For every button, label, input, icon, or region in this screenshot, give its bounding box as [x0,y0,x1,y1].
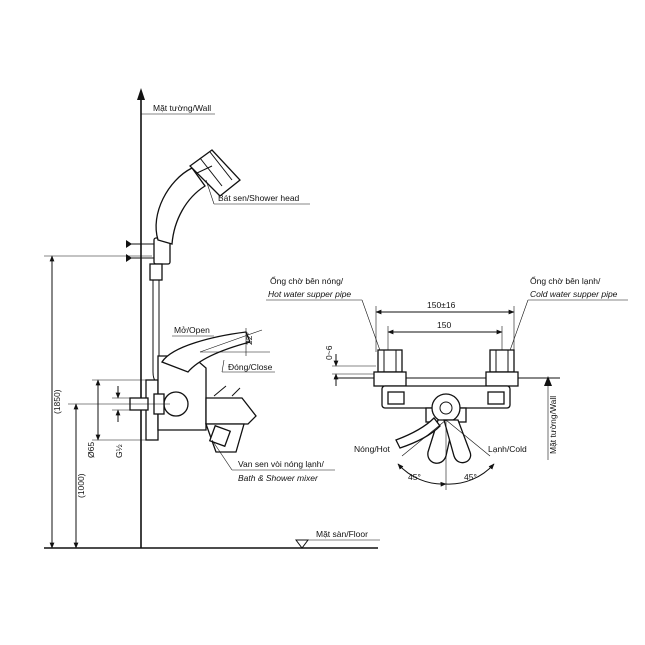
dim-diameter: Ø65 [86,442,96,458]
open-label: Mở/Open [174,325,210,335]
close-label: Đóng/Close [228,362,273,372]
hot-pipe-label-en: Hot water supper pipe [268,289,351,299]
angle-cold: 45° [464,472,477,482]
dim-mixer-height: (1000) [76,473,86,498]
mixer-label-vn: Van sen vòi nóng lạnh/ [238,459,324,469]
cold-pipe-label-en: Cold water supper pipe [530,289,618,299]
front-view: Ống chờ bên nóng/ Hot water supper pipe … [266,275,628,490]
hot-label: Nóng/Hot [354,444,391,454]
mixer-side [129,331,257,453]
dim-offset: 0~6 [324,345,334,360]
cold-pipe-label-vn: Ống chờ bên lạnh/ [530,275,601,286]
floor-label: Mặt sàn/Floor [316,529,368,539]
wall-label-left: Mặt tường/Wall [153,103,211,113]
cold-label: Lạnh/Cold [488,444,527,454]
shower-holder [126,237,171,281]
hand-shower [155,149,241,245]
wall-top-arrow [137,88,145,100]
mixer-label-en: Bath & Shower mixer [238,473,319,483]
dim-spacing: 150 [437,320,451,330]
lever-angle-label: 22° [244,332,254,345]
dim-total-height: (1850) [52,389,62,414]
angle-hot: 45° [408,472,421,482]
cold-connector [485,349,519,387]
hot-connector [373,349,407,387]
wall-label-right: Mặt tường/Wall [548,396,558,454]
shower-head-label: Bát sen/Shower head [218,193,300,203]
dim-thread: G½ [114,444,124,458]
hot-pipe-label-vn: Ống chờ bên nóng/ [270,275,344,286]
dim-spacing-tol: 150±16 [427,300,456,310]
side-view: Mặt tường/Wall Bát sen/Shower head [44,88,380,549]
floor-symbol [295,539,309,549]
